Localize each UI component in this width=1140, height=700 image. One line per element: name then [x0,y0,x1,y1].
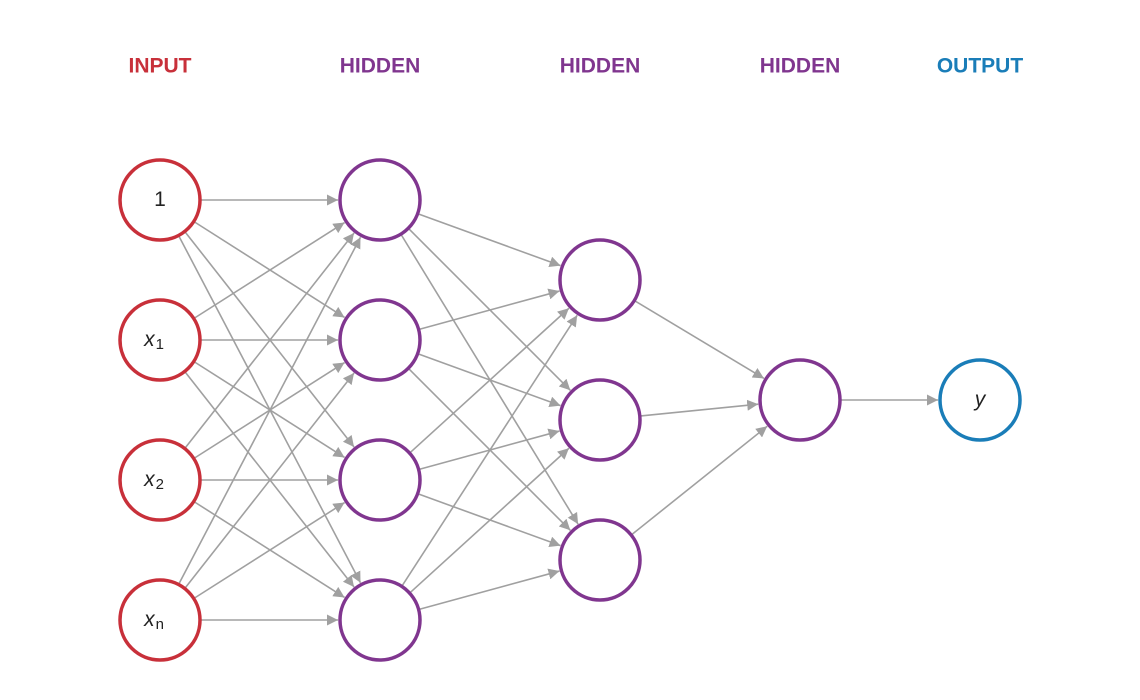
node-circle [118,158,202,242]
node-circle [338,438,422,522]
layer-title-hidden: HIDDEN [560,55,641,78]
connection-arrow [409,307,570,454]
node-label: x2 [143,468,164,493]
layer-titles: INPUT HIDDEN HIDDEN HIDDEN OUTPUT [129,55,1024,78]
node-label: 1 [154,188,166,211]
node-circle [118,578,202,662]
input-node: xn [118,578,202,662]
hidden-node [558,378,642,462]
hidden-node [558,518,642,602]
layer-title-hidden: HIDDEN [340,55,421,78]
hidden-node [338,578,422,662]
connection-arrow [409,447,570,594]
hidden-node [338,438,422,522]
input-node: x1 [118,298,202,382]
hidden-node [338,298,422,382]
connection-arrow [178,236,362,585]
connection-arrow [419,568,560,610]
connection-arrow [634,300,765,380]
neurons: 1 x1 x2 xn y [118,158,1022,662]
node-circle [338,298,422,382]
node-label: y [973,388,987,411]
node-label: xn [143,608,164,633]
node-circle [118,298,202,382]
connections [178,194,938,626]
connection-arrow [194,501,345,599]
node-circle [758,358,842,442]
node-circle [118,438,202,522]
hidden-node [558,238,642,322]
connection-arrow [418,213,561,268]
hidden-node [758,358,842,442]
node-circle [558,238,642,322]
input-node: 1 [118,158,202,242]
connection-arrow [401,314,578,587]
output-node: y [938,358,1022,442]
node-circle [558,378,642,462]
node-circle [938,358,1022,442]
layer-title-hidden: HIDDEN [760,55,841,78]
connection-arrow [184,372,355,589]
connection-arrow [194,221,345,319]
node-circle [338,578,422,662]
hidden-node [338,158,422,242]
node-label: x1 [143,328,164,353]
connection-arrow [640,399,759,417]
layer-title-input: INPUT [129,55,192,78]
connection-arrow [184,232,355,449]
node-circle [338,158,422,242]
input-node: x2 [118,438,202,522]
connection-arrow [419,288,560,330]
connection-arrow [631,425,768,536]
node-circle [558,518,642,602]
layer-title-output: OUTPUT [937,55,1024,78]
